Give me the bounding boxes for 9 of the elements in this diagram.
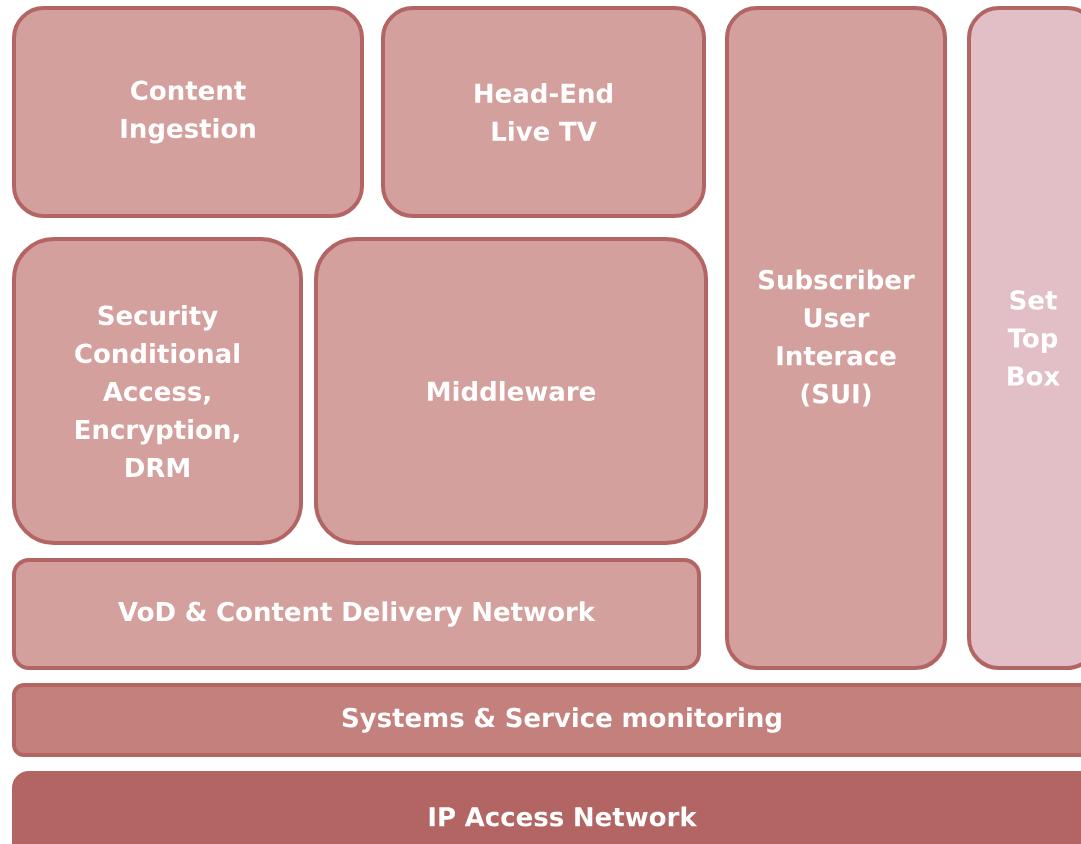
layer-bar: Systems & Service monitoring [12,683,1081,757]
module-box: Security Conditional Access, Encryption, DRM [12,237,303,545]
layer-bar: VoD & Content Delivery Network [12,558,701,670]
module-box: Subscriber User Interace (SUI) [725,6,947,670]
module-box: Middleware [314,237,708,545]
module-box: Content Ingestion [12,6,364,218]
device-box: Set Top Box [967,6,1081,670]
layer-bar: IP Access Network [12,771,1081,844]
module-box: Head-End Live TV [381,6,706,218]
